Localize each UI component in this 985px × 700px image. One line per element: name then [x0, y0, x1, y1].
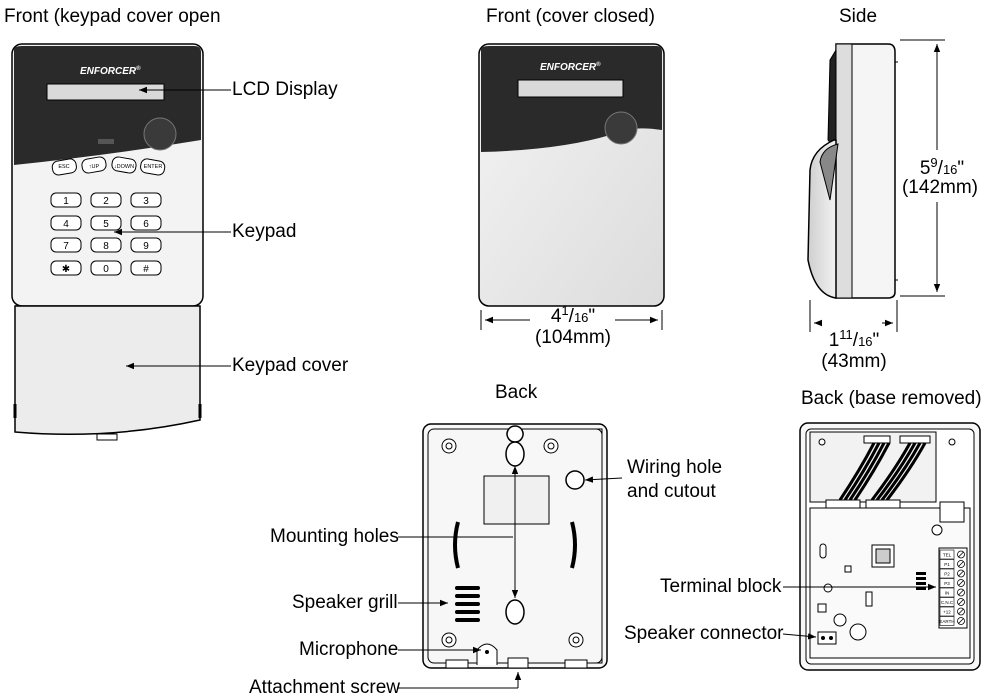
- callout-wiring-hole: Wiring hole: [627, 457, 723, 478]
- title-back-removed: Back (base removed): [801, 388, 982, 409]
- function-key-label: ↑UP: [89, 164, 100, 170]
- function-key-label: ESC: [58, 164, 69, 170]
- digit-key-label: 5: [103, 219, 109, 230]
- digit-key-label: 8: [103, 241, 109, 252]
- indicator-lens-closed: [604, 111, 638, 145]
- function-key: ↑UP: [81, 156, 107, 174]
- digit-key: 9: [130, 237, 162, 253]
- callout-speaker-grill: Speaker grill: [292, 592, 398, 613]
- callout-lcd-display: LCD Display: [232, 79, 338, 100]
- digit-key-label: 6: [143, 219, 149, 230]
- callout-speaker-connector: Speaker connector: [624, 623, 784, 644]
- digit-key: 0: [90, 260, 122, 276]
- function-keys: ESC ↑UP ↓DOWN ENTER: [51, 156, 166, 176]
- speaker-connector: [817, 631, 837, 645]
- front-closed-view: ENFORCER®: [478, 43, 665, 330]
- function-key: ESC: [51, 158, 77, 176]
- mounting-hole-bottom: [505, 599, 525, 625]
- digit-key-label: 4: [63, 219, 69, 230]
- digit-key-label: #: [143, 264, 149, 275]
- digit-key-label: ✱: [62, 264, 70, 275]
- digit-key-label: 9: [143, 241, 149, 252]
- title-back: Back: [495, 382, 538, 403]
- back-view: [422, 423, 608, 669]
- digit-key: 2: [90, 192, 122, 208]
- terminal-label: P3: [944, 581, 950, 586]
- dimension-height-mm: (142mm): [901, 177, 978, 198]
- side-faceplate: [827, 48, 837, 152]
- dimension-depth: 111/16": [828, 327, 880, 351]
- digit-key: 5: [90, 215, 122, 231]
- digit-key-label: 1: [63, 196, 69, 207]
- digit-key: 8: [90, 237, 122, 253]
- callout-terminal-block: Terminal block: [660, 576, 782, 597]
- lcd-display: [46, 83, 165, 101]
- microphone-port: [476, 643, 498, 665]
- digit-key-label: 7: [63, 241, 69, 252]
- terminal-label: TEL: [943, 553, 952, 558]
- slot-left: [453, 521, 460, 569]
- brand-logo: ENFORCER®: [80, 65, 141, 77]
- terminal-label: EARTH: [939, 619, 954, 624]
- digit-key: 4: [50, 215, 82, 231]
- dimension-width: 41/16": [550, 303, 596, 327]
- callout-microphone: Microphone: [299, 639, 399, 660]
- function-key: ENTER: [140, 158, 166, 176]
- slot-right: [570, 521, 577, 569]
- digit-key: 6: [130, 215, 162, 231]
- terminal-label: IN: [945, 591, 950, 596]
- title-side: Side: [839, 6, 878, 27]
- brand-logo-closed: ENFORCER®: [540, 61, 601, 73]
- lcd-window: [517, 79, 624, 98]
- wiring-hole: [565, 470, 585, 490]
- dimension-height: 59/16": [919, 155, 965, 179]
- function-key-label: ENTER: [144, 164, 163, 170]
- callout-attachment-screw: Attachment screw: [249, 677, 400, 698]
- function-key-label: ↓DOWN: [114, 164, 134, 170]
- cover-tab: [96, 433, 118, 441]
- digit-key-label: 0: [103, 264, 109, 275]
- digit-key: 3: [130, 192, 162, 208]
- digit-key: #: [130, 260, 162, 276]
- indicator-lens: [143, 117, 177, 151]
- digit-key: 7: [50, 237, 82, 253]
- callout-keypad: Keypad: [232, 221, 297, 242]
- title-front-open: Front (keypad cover open: [4, 6, 221, 27]
- callout-lines: [114, 86, 936, 689]
- led: [98, 139, 114, 144]
- speaker-grill: [455, 586, 480, 622]
- keypad-cover: [14, 305, 201, 436]
- terminal-label: +12: [943, 610, 951, 615]
- digit-key: ✱: [50, 260, 82, 276]
- digit-keys: 1 2 3 4 5 6 7 8 9 ✱ 0 #: [50, 192, 162, 276]
- front-open-view: ENFORCER® ESC ↑UP ↓DOWN ENTER 1 2 3 4 5 6 7 8 9 ✱ 0 #: [11, 43, 204, 441]
- title-front-closed: Front (cover closed): [486, 6, 655, 27]
- led-bars: [916, 572, 926, 590]
- terminal-label: P2: [944, 572, 950, 577]
- callout-wiring-cutout: and cutout: [627, 481, 716, 502]
- function-key: ↓DOWN: [111, 156, 137, 174]
- digit-key-label: 3: [143, 196, 149, 207]
- digit-key-label: 2: [103, 196, 109, 207]
- terminal-label: P1: [944, 562, 950, 567]
- dimension-depth-mm: (43mm): [821, 351, 887, 372]
- callout-keypad-cover: Keypad cover: [232, 355, 349, 376]
- label-area: [483, 475, 550, 525]
- digit-key: 1: [50, 192, 82, 208]
- callout-mounting-holes: Mounting holes: [270, 526, 399, 547]
- dimension-width-mm: (104mm): [534, 327, 611, 348]
- attachment-screw: [507, 657, 529, 669]
- terminal-label: C.N.C: [941, 600, 954, 605]
- side-view: [807, 39, 945, 332]
